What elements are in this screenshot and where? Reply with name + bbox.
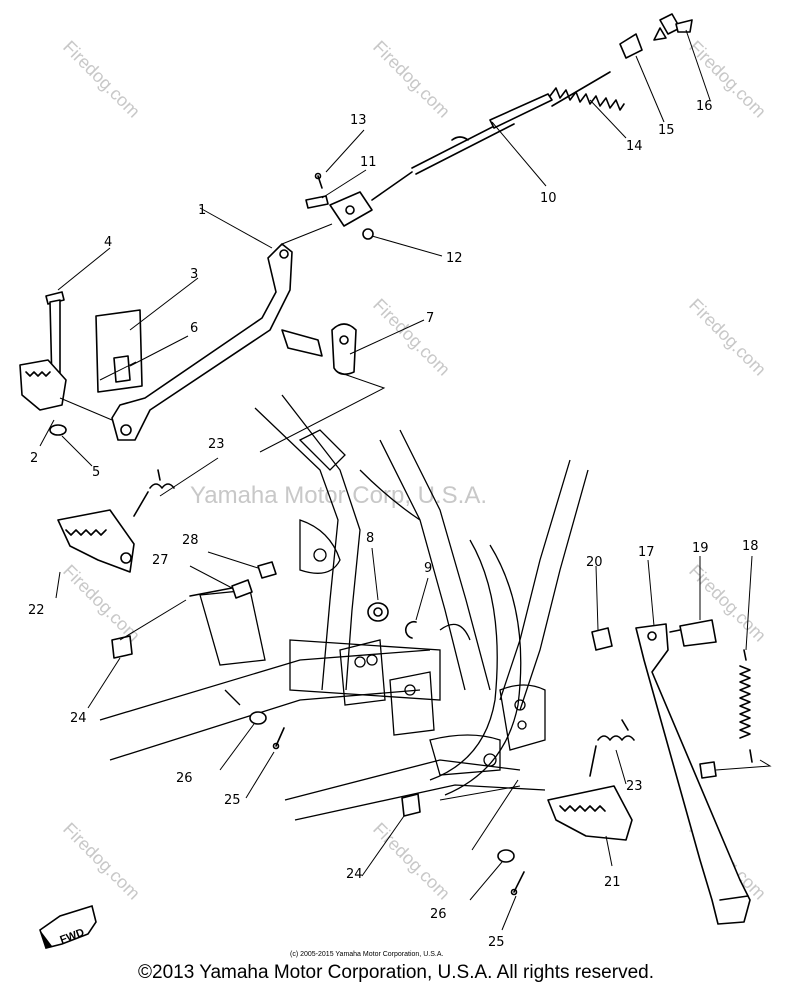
callout-21: 21 [604, 875, 621, 890]
callout-15: 15 [658, 123, 675, 138]
callout-3: 3 [190, 267, 198, 282]
spring-23-upper [133, 469, 175, 517]
watermark-brand: Firedog.com [59, 819, 144, 904]
washer-12 [362, 228, 374, 240]
footer-copyright: ©2013 Yamaha Motor Corporation, U.S.A. A… [138, 962, 654, 983]
bolt-4 [45, 291, 65, 385]
circlip-9 [404, 620, 417, 639]
callout-7: 7 [426, 311, 434, 326]
inner-copyright: (c) 2005-2015 Yamaha Motor Corporation, … [290, 951, 443, 958]
callout-22: 22 [28, 603, 45, 618]
callout-6: 6 [190, 321, 198, 336]
callout-1: 1 [198, 203, 206, 218]
brake-spring [549, 71, 625, 111]
spring-3 [95, 309, 143, 393]
wing-nut-16 [653, 13, 693, 41]
callout-8: 8 [366, 531, 374, 546]
callout-26-right: 26 [430, 907, 447, 922]
spring-23-lower [589, 719, 635, 777]
frame-drawing [99, 394, 589, 821]
callout-14: 14 [626, 139, 643, 154]
watermark-brand: Firedog.com [369, 295, 454, 380]
footrest-2 [19, 359, 67, 411]
footrest-22 [57, 509, 135, 573]
brake-pedal [111, 243, 323, 441]
bolt-19 [669, 619, 717, 647]
callout-28: 28 [182, 533, 199, 548]
callout-16: 16 [696, 99, 713, 114]
cotter-25-right [510, 871, 525, 896]
spring-18 [739, 649, 753, 763]
sidestand-17 [635, 623, 751, 925]
watermark-brand: Firedog.com [369, 819, 454, 904]
washer-5 [49, 424, 67, 436]
bolt-27 [189, 579, 253, 599]
callout-5: 5 [92, 465, 100, 480]
callout-25-right: 25 [488, 935, 505, 950]
callout-12: 12 [446, 251, 463, 266]
pin-11 [305, 195, 329, 209]
callout-20: 20 [586, 555, 603, 570]
callout-9: 9 [424, 561, 432, 576]
callouts: 1 2 3 4 5 6 7 8 9 10 11 12 13 14 15 16 1… [28, 99, 759, 950]
callout-23-lower: 23 [626, 779, 643, 794]
callout-11: 11 [360, 155, 377, 170]
callout-27: 27 [152, 553, 169, 568]
watermark-center: Yamaha Motor Corp, U.S.A. [190, 482, 487, 509]
callout-19: 19 [692, 541, 709, 556]
callout-26-left: 26 [176, 771, 193, 786]
watermark-brand: Firedog.com [59, 37, 144, 122]
callout-4: 4 [104, 235, 112, 250]
callout-18: 18 [742, 539, 759, 554]
clip-7 [331, 323, 357, 376]
callout-24-left: 24 [70, 711, 87, 726]
fwd-arrow-icon: FWD [39, 904, 97, 949]
callout-24-right: 24 [346, 867, 363, 882]
callout-13: 13 [350, 113, 367, 128]
callout-23-upper: 23 [208, 437, 225, 452]
adjuster-nut-15 [619, 33, 643, 59]
nut-20 [591, 627, 613, 651]
cotter-13 [314, 172, 323, 189]
washer-26-right [497, 849, 515, 863]
callout-17: 17 [638, 545, 655, 560]
rod-clevis [329, 171, 413, 227]
washer-8 [367, 602, 389, 622]
brake-rod [411, 93, 553, 175]
leader-lines [39, 29, 772, 931]
callout-2: 2 [30, 451, 38, 466]
callout-10: 10 [540, 191, 557, 206]
pivot-pin-24-right [401, 793, 421, 817]
nut-28 [257, 561, 277, 579]
watermark-brand: Firedog.com [685, 295, 770, 380]
footrest-21 [547, 785, 633, 841]
callout-25-left: 25 [224, 793, 241, 808]
watermark-brand: Firedog.com [369, 37, 454, 122]
washer-26-left [249, 711, 267, 725]
cotter-25-left [272, 727, 285, 750]
spring-pin [699, 761, 717, 779]
